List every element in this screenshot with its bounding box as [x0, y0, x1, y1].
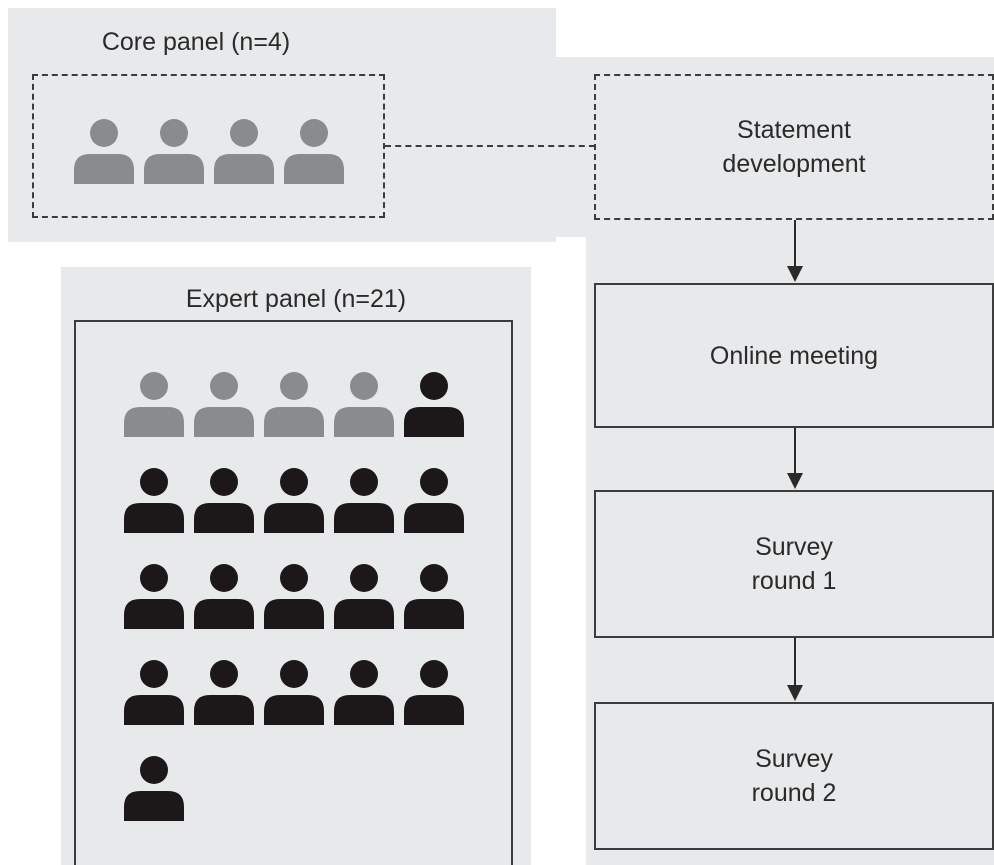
online-meeting-node: Online meeting — [594, 283, 994, 428]
person-icon — [404, 372, 464, 437]
core-panel-box — [32, 74, 385, 218]
person-icon — [334, 660, 394, 725]
person-icon — [144, 119, 204, 184]
person-icon — [334, 372, 394, 437]
survey-round-1-node: Survey round 1 — [594, 490, 994, 638]
person-icon — [404, 468, 464, 533]
survey-round-2-label: Survey round 2 — [751, 745, 837, 807]
online-meeting-label: Online meeting — [709, 341, 879, 370]
arrow-1 — [787, 220, 803, 282]
survey-round-1-label: Survey round 1 — [751, 533, 837, 595]
person-icon — [404, 564, 464, 629]
person-icon — [124, 372, 184, 437]
person-icon — [124, 564, 184, 629]
person-icon — [194, 564, 254, 629]
connector-line — [385, 145, 595, 147]
person-icon — [404, 660, 464, 725]
expert-panel-box — [74, 320, 513, 865]
person-icon — [264, 660, 324, 725]
expert-panel-title: Expert panel (n=21) — [185, 285, 407, 313]
person-icon — [284, 119, 344, 184]
core-panel-title: Core panel (n=4) — [101, 28, 291, 56]
person-icon — [334, 468, 394, 533]
statement-development-label: Statement development — [722, 116, 866, 178]
person-icon — [214, 119, 274, 184]
person-icon — [264, 372, 324, 437]
arrow-2 — [787, 427, 803, 489]
person-icon — [194, 660, 254, 725]
person-icon — [264, 564, 324, 629]
person-icon — [74, 119, 134, 184]
core-panel-region-extension — [556, 57, 994, 237]
person-icon — [194, 372, 254, 437]
statement-development-node: Statement development — [594, 74, 994, 220]
arrow-3 — [787, 637, 803, 701]
person-icon — [264, 468, 324, 533]
person-icon — [124, 660, 184, 725]
person-icon — [124, 756, 184, 821]
survey-round-2-node: Survey round 2 — [594, 702, 994, 850]
person-icon — [334, 564, 394, 629]
person-icon — [124, 468, 184, 533]
person-icon — [194, 468, 254, 533]
